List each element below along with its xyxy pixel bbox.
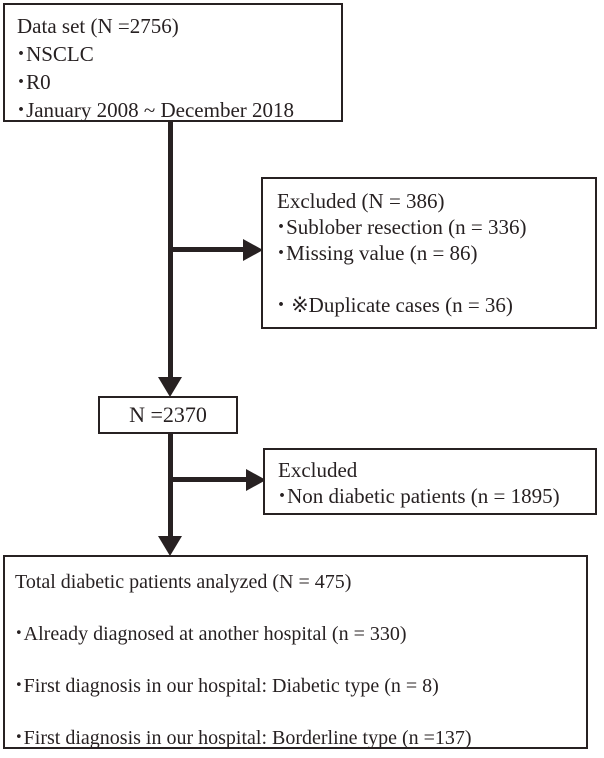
dataset-box: Data set (N =2756) ·NSCLC ·R0 ·January 2… bbox=[3, 3, 343, 124]
dataset-item: ·R0 bbox=[17, 68, 333, 96]
bullet-dot-icon: · bbox=[15, 724, 23, 749]
excluded1-item: ·Missing value (n = 86) bbox=[277, 240, 587, 266]
excluded1-title: Excluded (N = 386) bbox=[277, 189, 445, 213]
excluded-box-2: Excluded ·Non diabetic patients (n = 189… bbox=[263, 448, 597, 515]
dataset-item: ·NSCLC bbox=[17, 40, 333, 68]
excluded2-title: Excluded bbox=[278, 458, 358, 482]
item-text: Missing value (n = 86) bbox=[286, 241, 478, 265]
item-text: Non diabetic patients (n = 1895) bbox=[287, 484, 560, 508]
bullet-dot-icon: · bbox=[278, 482, 287, 509]
interim-count-box: N =2370 bbox=[98, 396, 238, 434]
dataset-title: Data set (N =2756) bbox=[17, 14, 179, 38]
total-item: ·Already diagnosed at another hospital (… bbox=[15, 620, 578, 647]
total-item: ·First diagnosis in our hospital: Border… bbox=[15, 724, 578, 751]
total-item: ·First diagnosis in our hospital: Diabet… bbox=[15, 672, 578, 699]
item-text: ※Duplicate cases (n = 36) bbox=[291, 293, 513, 317]
item-text: NSCLC bbox=[26, 42, 94, 66]
item-text: First diagnosis in our hospital: Borderl… bbox=[23, 727, 472, 749]
bullet-dot-icon: · bbox=[277, 213, 286, 240]
down-arrowhead-icon bbox=[158, 536, 182, 556]
item-text: R0 bbox=[26, 70, 51, 94]
excluded1-item: ·Sublober resection (n = 336) bbox=[277, 214, 587, 240]
connector-line-vertical-2 bbox=[168, 433, 173, 536]
bullet-dot-icon: · bbox=[17, 68, 26, 95]
item-text: Sublober resection (n = 336) bbox=[286, 215, 527, 239]
interim-label: N =2370 bbox=[129, 402, 207, 427]
excluded2-item: ·Non diabetic patients (n = 1895) bbox=[278, 483, 587, 509]
right-arrowhead-icon bbox=[246, 469, 266, 491]
bullet-dot-icon: · bbox=[277, 291, 286, 318]
connector-line-branch-2 bbox=[170, 477, 247, 482]
total-analyzed-box: Total diabetic patients analyzed (N = 47… bbox=[3, 555, 588, 749]
bullet-dot-icon: · bbox=[277, 239, 286, 266]
dataset-item: ·January 2008 ~ December 2018 bbox=[17, 96, 333, 124]
item-text: January 2008 ~ December 2018 bbox=[26, 98, 295, 122]
right-arrowhead-icon bbox=[243, 239, 263, 261]
bullet-dot-icon: · bbox=[17, 40, 26, 67]
down-arrowhead-icon bbox=[158, 377, 182, 397]
bullet-dot-icon: · bbox=[17, 96, 26, 123]
item-text: Already diagnosed at another hospital (n… bbox=[23, 623, 407, 645]
bullet-dot-icon: · bbox=[15, 620, 23, 645]
item-text: First diagnosis in our hospital: Diabeti… bbox=[23, 675, 439, 697]
excluded-box-1: Excluded (N = 386) ·Sublober resection (… bbox=[261, 177, 597, 329]
excluded1-duplicate-item: ·※Duplicate cases (n = 36) bbox=[277, 292, 587, 318]
bullet-dot-icon: · bbox=[15, 672, 23, 697]
connector-line-branch-1 bbox=[170, 247, 244, 252]
total-title: Total diabetic patients analyzed (N = 47… bbox=[15, 571, 352, 593]
